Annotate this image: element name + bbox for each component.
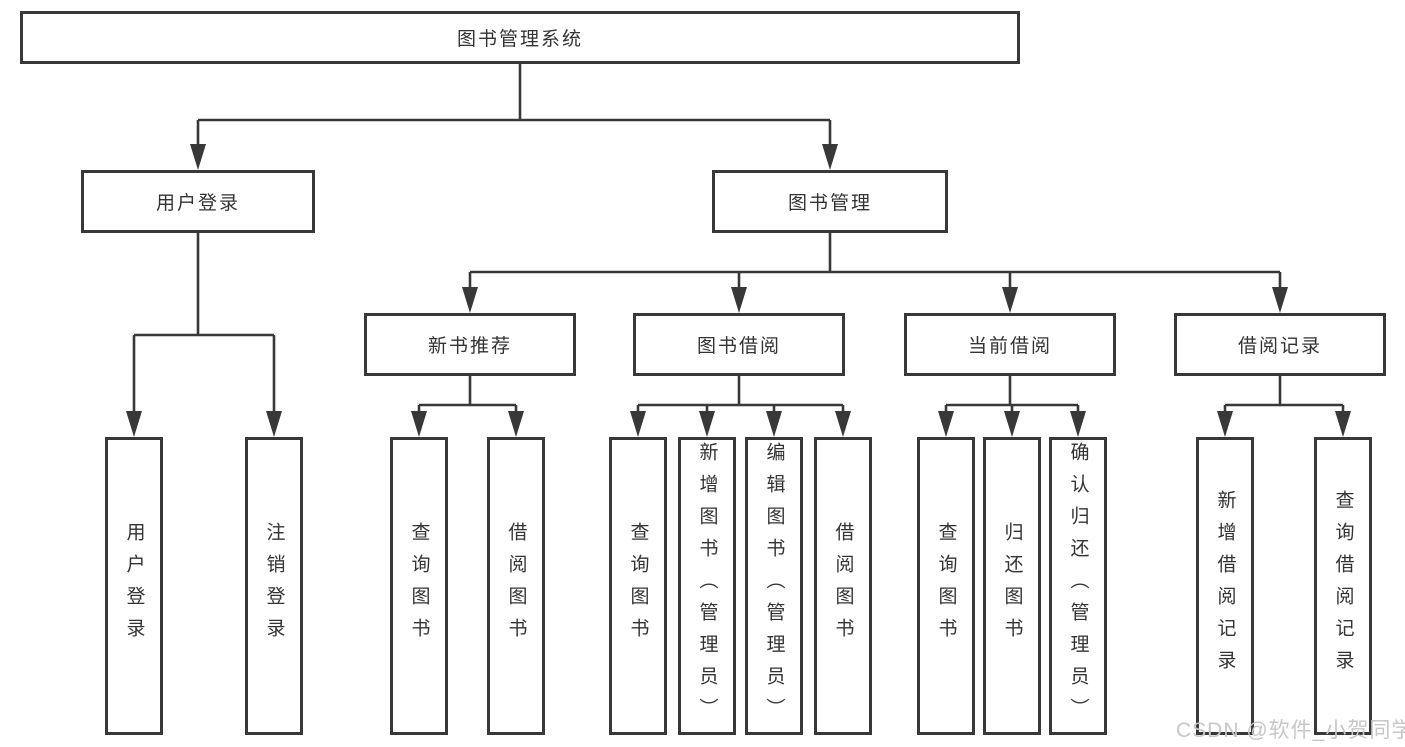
leaf-logout-label: 注销登录 bbox=[263, 522, 285, 650]
connector-book-management bbox=[462, 233, 1288, 313]
leaf-query-books-1-label: 查询图书 bbox=[408, 522, 430, 650]
node-root: 图书管理系统 bbox=[20, 11, 1020, 64]
leaf-confirm-return-admin: 确认归还（管理员） bbox=[1049, 437, 1107, 735]
leaf-logout: 注销登录 bbox=[245, 437, 303, 735]
leaf-query-books-3: 查询图书 bbox=[917, 437, 975, 735]
watermark: CSDN @软件_小贺同学 bbox=[1176, 719, 1405, 742]
leaf-edit-books-admin-label: 编辑图书（管理员） bbox=[763, 442, 785, 730]
leaf-query-books-2: 查询图书 bbox=[609, 437, 667, 735]
leaf-borrow-books-1: 借阅图书 bbox=[487, 437, 545, 735]
leaf-query-books-3-label: 查询图书 bbox=[935, 522, 957, 650]
node-current-borrowing-label: 当前借阅 bbox=[967, 336, 1052, 357]
node-current-borrowing: 当前借阅 bbox=[904, 313, 1116, 376]
leaf-query-books-1: 查询图书 bbox=[390, 437, 448, 735]
connector-new-books bbox=[411, 376, 524, 437]
leaf-add-borrow-record: 新增借阅记录 bbox=[1196, 437, 1254, 735]
node-root-label: 图书管理系统 bbox=[456, 29, 583, 50]
leaf-user-login-label: 用户登录 bbox=[123, 522, 145, 650]
leaf-edit-books-admin: 编辑图书（管理员） bbox=[745, 437, 803, 735]
node-borrowing-label: 图书借阅 bbox=[696, 336, 781, 357]
leaf-borrow-books-2-label: 借阅图书 bbox=[832, 522, 854, 650]
node-borrow-records-label: 借阅记录 bbox=[1237, 336, 1322, 357]
leaf-user-login: 用户登录 bbox=[105, 437, 163, 735]
connector-records bbox=[1217, 376, 1351, 437]
node-borrow-records: 借阅记录 bbox=[1174, 313, 1386, 376]
leaf-add-books-admin: 新增图书（管理员） bbox=[678, 437, 736, 735]
leaf-query-borrow-record: 查询借阅记录 bbox=[1314, 437, 1372, 735]
leaf-return-books: 归还图书 bbox=[983, 437, 1041, 735]
leaf-return-books-label: 归还图书 bbox=[1001, 522, 1023, 650]
node-new-books-label: 新书推荐 bbox=[427, 336, 512, 357]
node-borrowing: 图书借阅 bbox=[633, 313, 845, 376]
node-book-management-label: 图书管理 bbox=[787, 193, 872, 214]
connector-user-login bbox=[126, 233, 282, 437]
node-book-management: 图书管理 bbox=[712, 170, 948, 233]
connector-root bbox=[190, 64, 838, 170]
node-user-login: 用户登录 bbox=[81, 170, 315, 233]
leaf-borrow-books-2: 借阅图书 bbox=[814, 437, 872, 735]
leaf-borrow-books-1-label: 借阅图书 bbox=[505, 522, 527, 650]
leaf-confirm-return-admin-label: 确认归还（管理员） bbox=[1067, 442, 1089, 730]
connector-borrowing bbox=[630, 376, 851, 437]
connector-current bbox=[938, 376, 1086, 437]
leaf-add-books-admin-label: 新增图书（管理员） bbox=[696, 442, 718, 730]
node-user-login-label: 用户登录 bbox=[155, 193, 240, 214]
leaf-query-borrow-record-label: 查询借阅记录 bbox=[1332, 490, 1354, 682]
node-new-books: 新书推荐 bbox=[364, 313, 576, 376]
leaf-add-borrow-record-label: 新增借阅记录 bbox=[1214, 490, 1236, 682]
leaf-query-books-2-label: 查询图书 bbox=[627, 522, 649, 650]
